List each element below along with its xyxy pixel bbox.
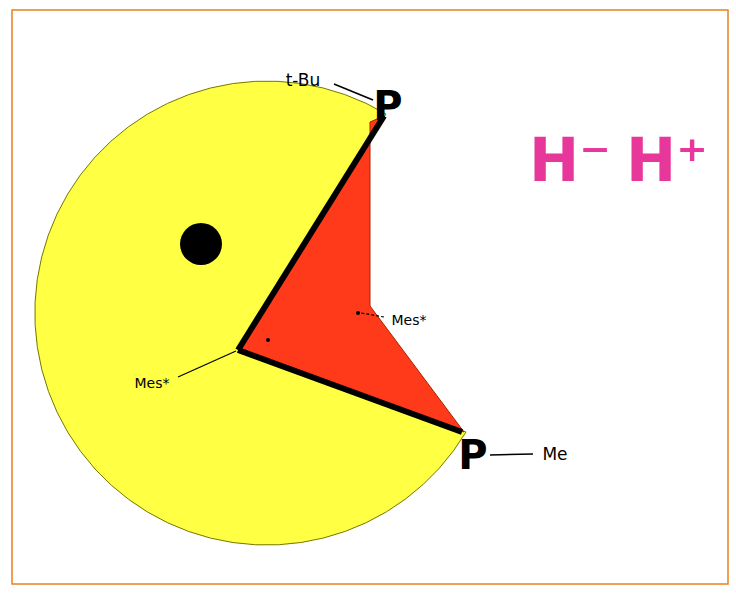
group-label: Mes* <box>135 376 170 390</box>
leader-line <box>361 313 384 317</box>
mes-dot <box>266 338 270 342</box>
atom-label: P <box>458 435 487 475</box>
frame-border <box>12 10 728 584</box>
ion-label: H⁺ <box>626 130 708 190</box>
atom-label: P <box>373 86 402 126</box>
bond-line <box>238 350 462 432</box>
pacman-body <box>35 81 466 545</box>
leader-line <box>334 84 373 100</box>
group-label: Mes* <box>392 313 427 327</box>
bond-line <box>238 116 384 350</box>
group-label: Me <box>542 446 567 463</box>
leader-line <box>490 454 533 455</box>
group-label: t-Bu <box>286 72 321 89</box>
leader-line <box>178 351 236 377</box>
eye-dot <box>180 223 222 265</box>
ion-label: H⁻ <box>529 130 611 190</box>
mes-dot <box>356 311 360 315</box>
